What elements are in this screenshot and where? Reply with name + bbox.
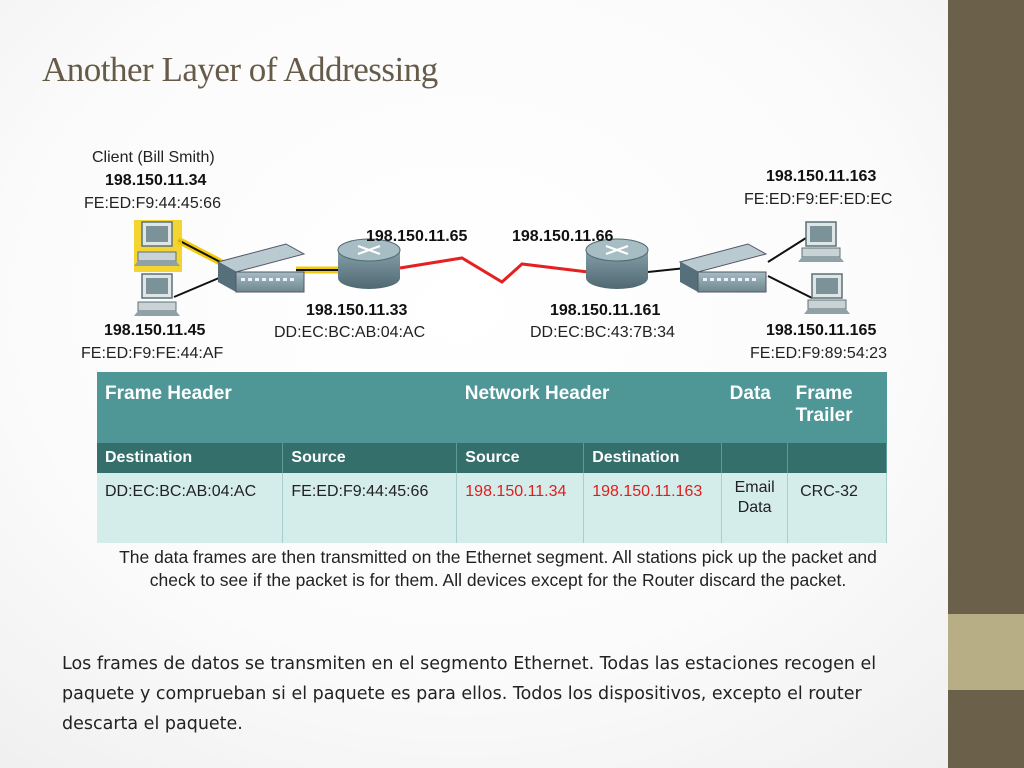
figure-caption: The data frames are then transmitted on …: [119, 547, 877, 590]
column-header: [787, 443, 887, 473]
trailer-cell: CRC-32: [787, 473, 887, 543]
slide-title: Another Layer of Addressing: [42, 50, 438, 89]
table-row: DD:EC:BC:AB:04:AC FE:ED:F9:44:45:66 198.…: [97, 473, 887, 543]
network-destination-cell: 198.150.11.163: [583, 473, 723, 543]
frame-structure-table: Frame Header Network Header Data Frame T…: [97, 372, 887, 543]
client-ip-label: 198.150.11.34: [105, 172, 207, 189]
frame-trailer-group: Frame Trailer: [787, 372, 887, 443]
router-left-lan-ip-label: 198.150.11.33: [306, 302, 408, 319]
slide-body-text: Los frames de datos se transmiten en el …: [62, 654, 877, 734]
link-router-switch: [647, 267, 687, 273]
host-right-top-mac-label: FE:ED:F9:EF:ED:EC: [744, 191, 893, 208]
left-switch-icon: [216, 243, 306, 293]
client-mac-label: FE:ED:F9:44:45:66: [84, 195, 221, 212]
host-left-bottom-ip-label: 198.150.11.45: [104, 322, 206, 339]
wan-serial-link: [399, 256, 589, 284]
host-right-top-computer-icon: [798, 221, 844, 262]
link-host-switch: [173, 274, 227, 298]
network-figure: Client (Bill Smith) 198.150.11.34 FE:ED:…: [78, 140, 928, 630]
column-header: Destination: [583, 443, 723, 473]
host-right-top-ip-label: 198.150.11.163: [766, 168, 877, 185]
network-links: [173, 236, 813, 299]
client-name-label: Client (Bill Smith): [92, 149, 215, 166]
column-header: Source: [282, 443, 458, 473]
router-right-wan-ip-label: 198.150.11.66: [512, 228, 614, 245]
router-right-mac-label: DD:EC:BC:43:7B:34: [530, 324, 675, 341]
network-source-cell: 198.150.11.34: [456, 473, 585, 543]
column-header: Destination: [97, 443, 284, 473]
column-header: [721, 443, 789, 473]
frame-header-group: Frame Header: [97, 372, 457, 443]
right-router-icon: [585, 238, 649, 289]
network-topology-diagram: [134, 220, 850, 316]
frame-destination-cell: DD:EC:BC:AB:04:AC: [97, 473, 284, 543]
sidebar-accent-block: [948, 614, 1024, 690]
host-right-bottom-computer-icon: [804, 273, 850, 314]
frame-source-cell: FE:ED:F9:44:45:66: [282, 473, 458, 543]
link-switch-host-top: [767, 237, 807, 263]
host-right-bottom-ip-label: 198.150.11.165: [766, 322, 877, 339]
link-client-switch: [177, 239, 227, 266]
data-cell-line-2: Data: [737, 499, 772, 516]
frame-trailer-line-2: Trailer: [795, 405, 853, 426]
router-left-mac-label: DD:EC:BC:AB:04:AC: [274, 324, 426, 341]
host-left-bottom-computer-icon: [134, 273, 180, 316]
table-column-header-row: Destination Source Source Destination: [97, 443, 887, 473]
host-left-bottom-mac-label: FE:ED:F9:FE:44:AF: [81, 345, 224, 362]
data-group: Data: [721, 372, 788, 443]
frame-trailer-line-1: Frame: [795, 383, 853, 404]
data-cell-line-1: Email: [734, 479, 775, 496]
table-group-header-row: Frame Header Network Header Data Frame T…: [97, 372, 887, 443]
data-cell: Email Data: [721, 473, 789, 543]
left-router-icon: [337, 238, 401, 289]
host-right-bottom-mac-label: FE:ED:F9:89:54:23: [750, 345, 887, 362]
link-switch-host-bottom: [767, 275, 813, 299]
router-right-lan-ip-label: 198.150.11.161: [550, 302, 661, 319]
client-computer-icon: [134, 220, 182, 272]
network-header-group: Network Header: [456, 372, 722, 443]
column-header: Source: [456, 443, 585, 473]
right-switch-icon: [678, 243, 768, 293]
router-left-wan-ip-label: 198.150.11.65: [366, 228, 468, 245]
